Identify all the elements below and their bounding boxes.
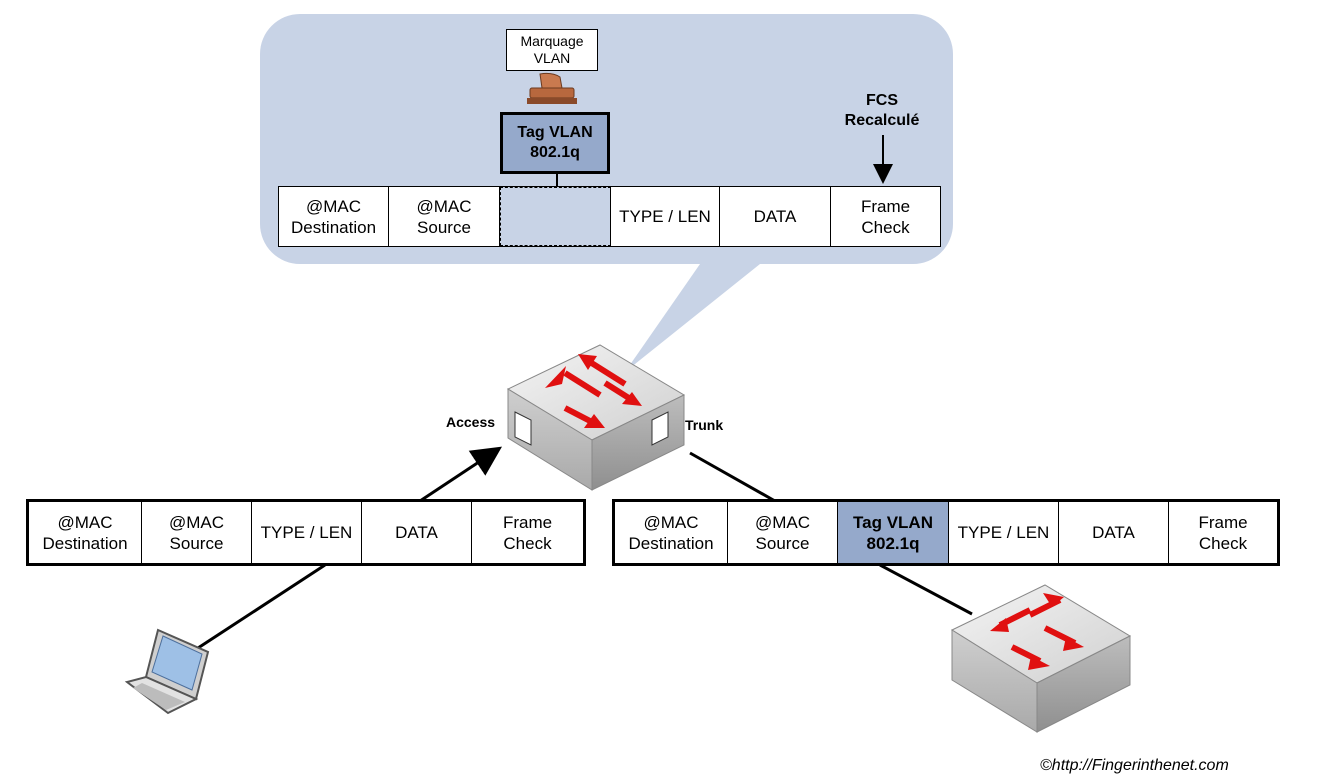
switch2-link (879, 563, 973, 616)
frame-cell-mac-source: @MAC Source (728, 502, 838, 563)
laptop-link (197, 563, 326, 650)
access-arrow (419, 446, 503, 503)
frame-cell-data: DATA (362, 502, 472, 563)
frame-cell-type-len: TYPE / LEN (252, 502, 362, 563)
access-port-label: Access (446, 414, 496, 430)
frame-cell-mac-destination: @MAC Destination (279, 187, 389, 246)
switch-icon (950, 584, 1132, 733)
trunk-port-label: Trunk (685, 417, 724, 433)
frame-cell-mac-source: @MAC Source (389, 187, 500, 246)
frame-cell-tag-vlan: Tag VLAN 802.1q (838, 502, 949, 563)
fcs-recalculated-label: FCS Recalculé (844, 92, 920, 129)
frame-cell-frame-check: Frame Check (860, 196, 911, 237)
frame-cell-empty-slot (500, 187, 611, 246)
trunk-link (689, 451, 776, 503)
access-frame: @MAC Destination @MAC Source TYPE / LEN … (26, 499, 586, 566)
frame-cell-mac-destination: @MAC Destination (29, 502, 142, 563)
copyright-text: ©http://Fingerinthenet.com (1040, 757, 1229, 774)
frame-cell-type-len: TYPE / LEN (949, 502, 1059, 563)
frame-cell-frame-check: Frame Check (502, 512, 553, 553)
switch-icon (506, 344, 686, 491)
frame-cell-mac-destination: @MAC Destination (615, 502, 728, 563)
frame-cell-mac-source: @MAC Source (142, 502, 252, 563)
frame-cell-frame-check: Frame Check (1198, 512, 1248, 553)
callout-frame: @MAC Destination @MAC Source TYPE / LEN … (278, 186, 941, 247)
tag-vlan-box: Tag VLAN 802.1q (500, 112, 610, 174)
frame-cell-type-len: TYPE / LEN (611, 187, 720, 246)
frame-cell-data: DATA (1059, 502, 1169, 563)
trunk-frame: @MAC Destination @MAC Source Tag VLAN 80… (612, 499, 1280, 566)
marquage-vlan-label: Marquage VLAN (506, 29, 598, 71)
laptop-icon (124, 628, 210, 715)
frame-cell-data: DATA (720, 187, 831, 246)
stamp-icon (527, 72, 577, 104)
